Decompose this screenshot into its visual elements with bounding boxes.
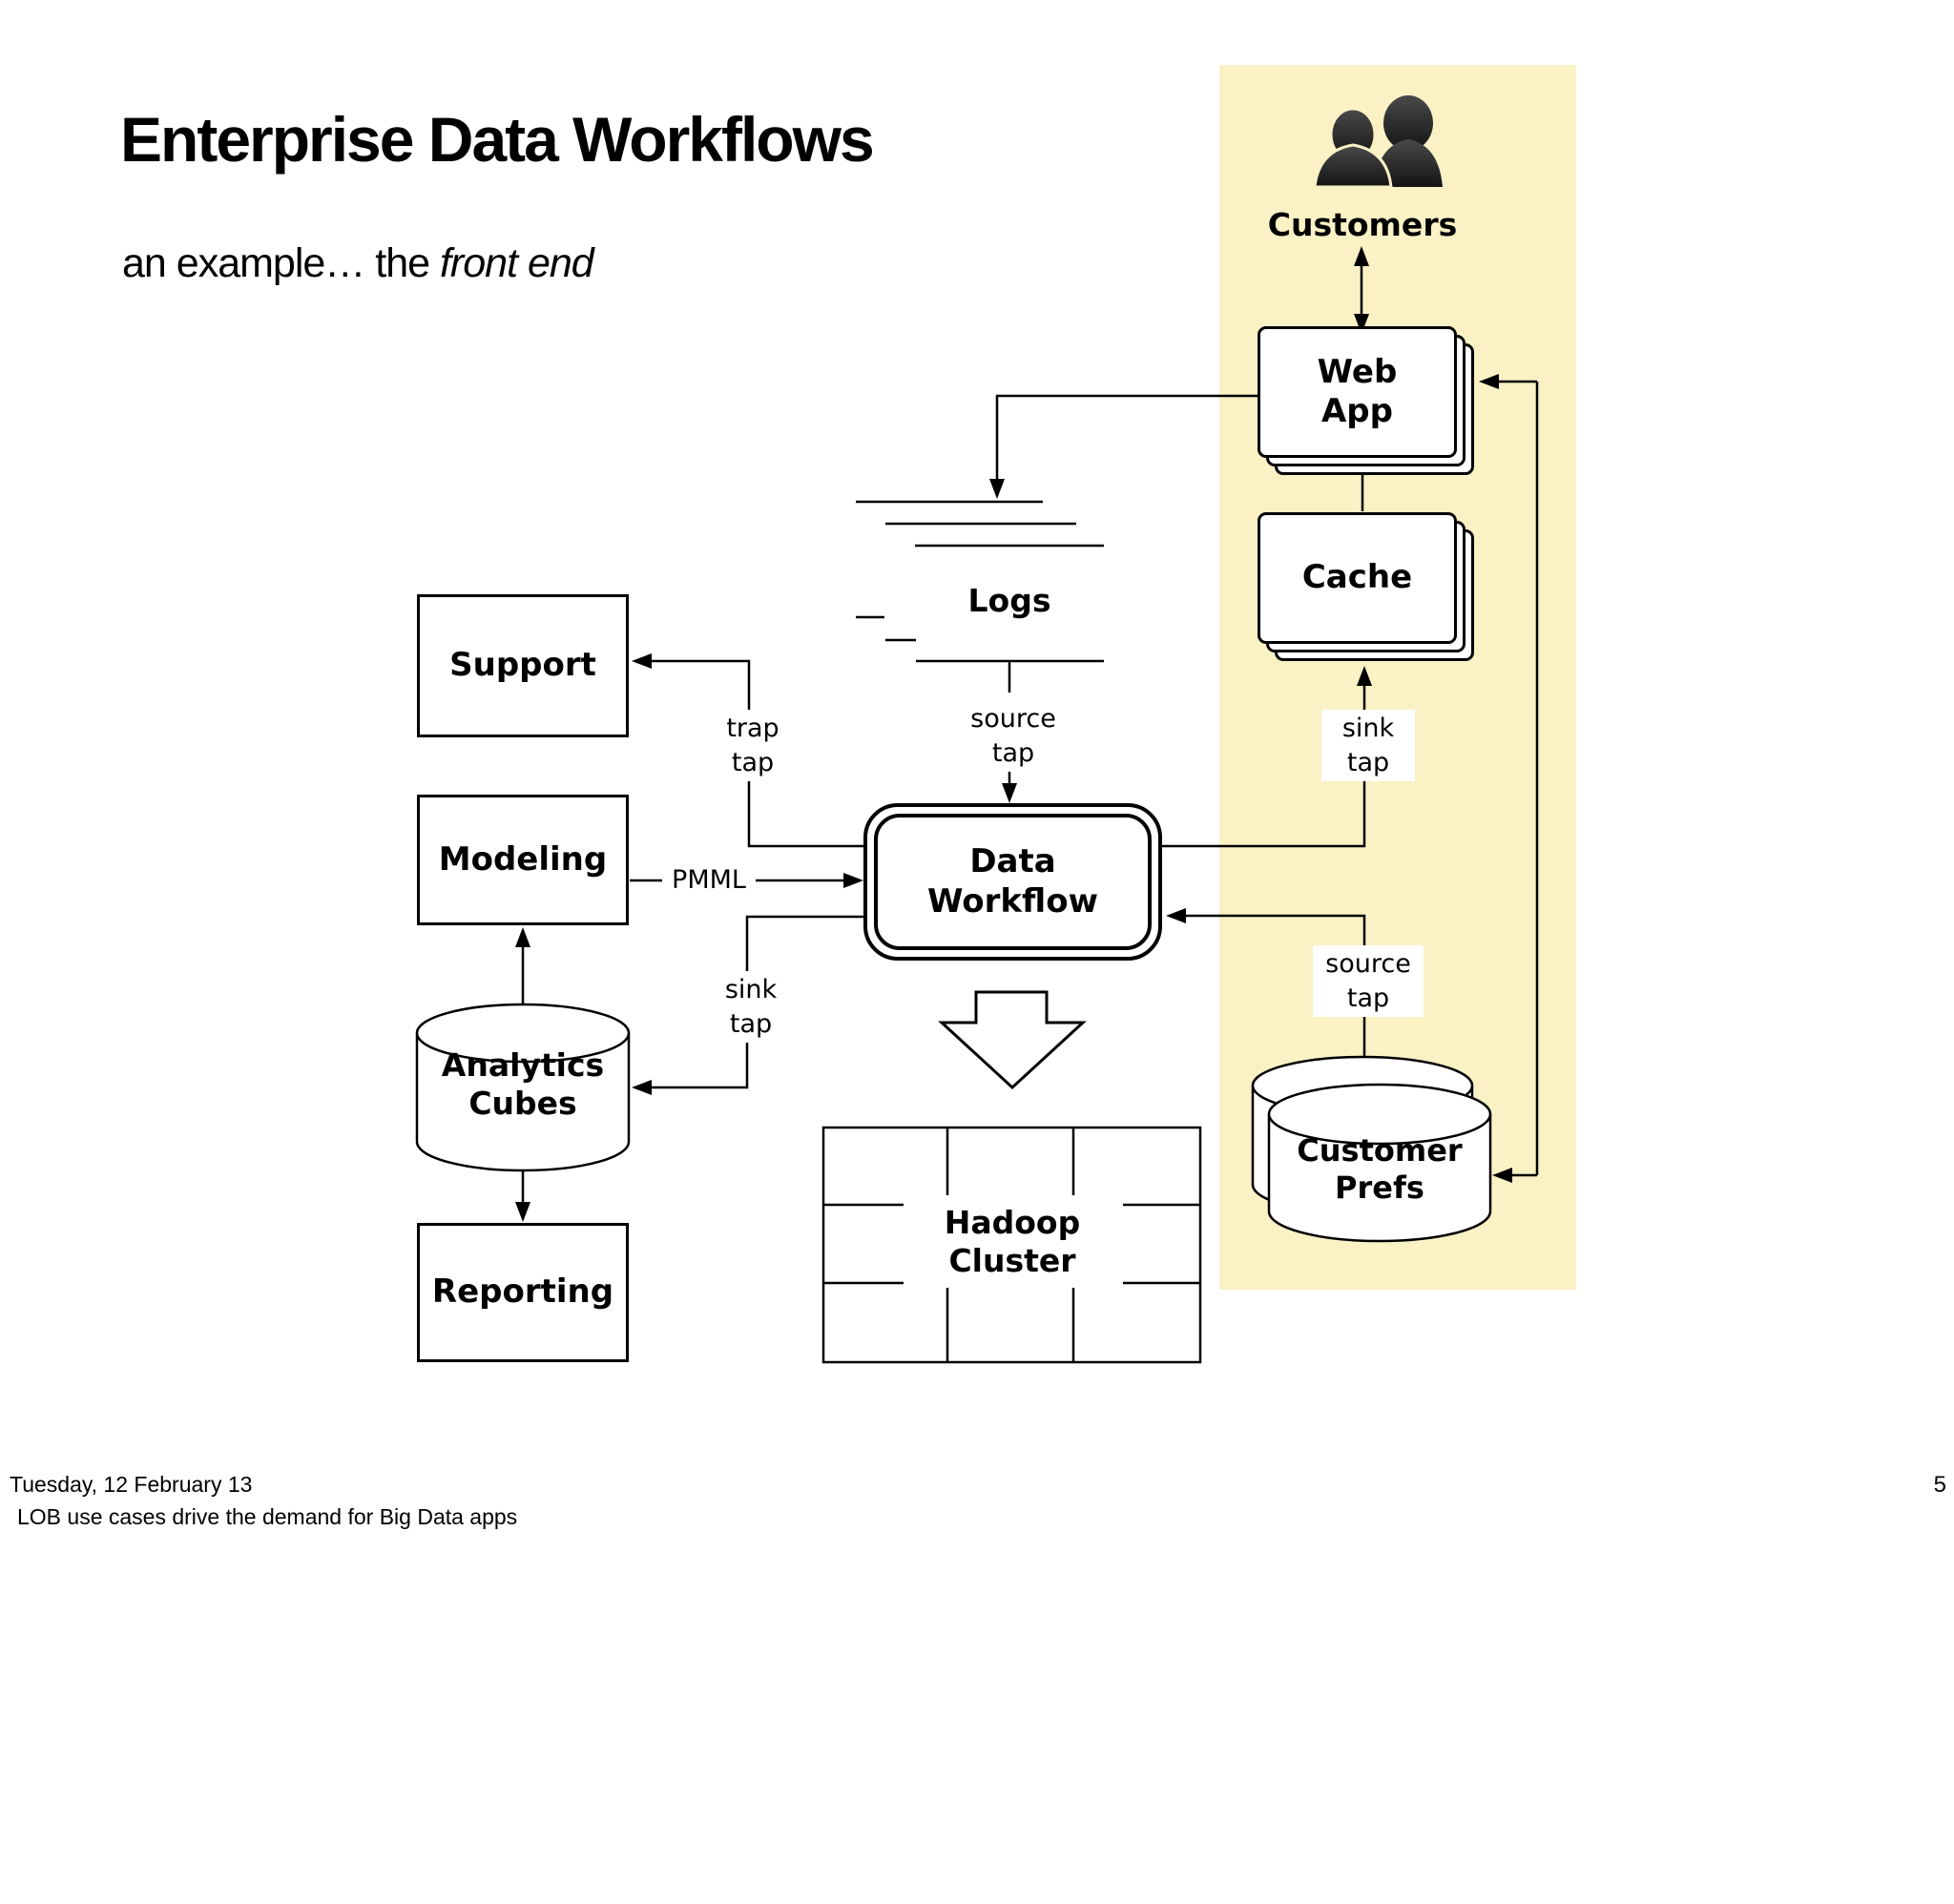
sink-tap-left-label: sink tap (707, 971, 795, 1044)
arrowhead-into-analytics-cubes (632, 1080, 652, 1095)
trap-tap-label: trap tap (709, 710, 797, 782)
support-node: Support (417, 594, 629, 737)
arrowhead-into-cache (1357, 666, 1372, 686)
arrowhead-into-data-workflow-right (1166, 908, 1186, 923)
reporting-node: Reporting (417, 1223, 629, 1362)
reporting-label: Reporting (431, 1273, 614, 1312)
arrowhead-into-web-app (1479, 374, 1499, 389)
hadoop-cluster-label: Hadoop Cluster (944, 1204, 1081, 1280)
subtitle-emphasis: front end (439, 240, 594, 286)
cache-label: Cache (1301, 558, 1413, 597)
slide-title: Enterprise Data Workflows (120, 104, 875, 175)
arrowhead-into-data-workflow-top (1002, 783, 1017, 803)
page-number: 5 (1933, 1472, 1946, 1498)
data-workflow-node: Data Workflow (863, 803, 1162, 961)
footer-note: LOB use cases drive the demand for Big D… (17, 1504, 518, 1529)
customers-label: Customers (1267, 206, 1458, 243)
arrowhead-into-data-workflow-left (843, 873, 863, 888)
web-app-label: Web App (1317, 352, 1398, 430)
block-arrow-down-icon (938, 990, 1087, 1090)
footer-date: Tuesday, 12 February 13 (10, 1472, 253, 1497)
support-label: Support (449, 646, 596, 685)
arrowhead-down-web-app (1354, 314, 1369, 334)
source-tap-right-label: source tap (1313, 945, 1424, 1018)
slide-subtitle: an example… the front end (122, 240, 594, 287)
pmml-label: PMML (662, 861, 756, 900)
data-workflow-inner-border (874, 814, 1152, 950)
modeling-node: Modeling (417, 795, 629, 925)
customer-prefs-node (1251, 1055, 1492, 1243)
edge-web-app-logs (995, 394, 1258, 480)
customers-icon (1313, 95, 1443, 189)
modeling-label: Modeling (438, 839, 608, 879)
arrowhead-into-customer-prefs (1492, 1168, 1512, 1183)
arrowhead-up-customers (1354, 246, 1369, 266)
arrowhead-into-support (632, 653, 652, 669)
source-tap-logs-label: source tap (960, 700, 1067, 773)
analytics-cubes-label: Analytics Cubes (441, 1046, 605, 1123)
subtitle-prefix: an example… the (122, 240, 440, 286)
logs-label: Logs (967, 582, 1051, 619)
customer-prefs-label: Customer Prefs (1297, 1132, 1463, 1207)
analytics-cubes-node (415, 1003, 631, 1172)
sink-tap-right-label: sink tap (1321, 710, 1415, 782)
arrowhead-into-modeling (515, 927, 530, 947)
arrowhead-into-reporting (515, 1202, 530, 1222)
web-app-box: Web App (1258, 326, 1457, 458)
cache-node: Cache (1258, 512, 1474, 661)
web-app-node: Web App (1258, 326, 1474, 475)
cache-box: Cache (1258, 512, 1457, 644)
hadoop-cluster-node (821, 1126, 1202, 1364)
arrowhead-into-logs (989, 479, 1005, 499)
edge-right-loop (1490, 380, 1539, 1177)
logs-stream-lines (856, 500, 1104, 784)
data-workflow-label: Data Workflow (927, 842, 1098, 921)
